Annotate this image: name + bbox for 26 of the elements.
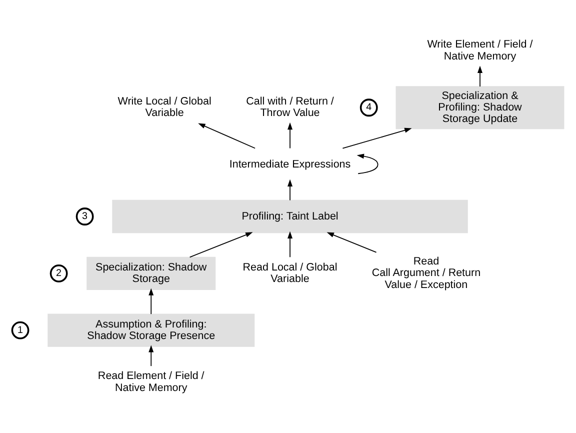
node-text: Write Local / Global Variable — [118, 96, 212, 120]
node-box: Assumption & Profiling: Shadow Storage Presence — [48, 314, 255, 347]
node-text: Read Call Argument / Return Value / Exception — [372, 256, 481, 291]
arrow — [326, 232, 377, 253]
node-label: 4 — [366, 102, 372, 114]
arrow — [288, 231, 293, 258]
arrow — [148, 288, 154, 314]
node-label: 3 — [82, 211, 88, 222]
arrow — [356, 154, 378, 174]
arrow — [288, 122, 293, 149]
node-box: Specialization: Shadow Storage — [86, 256, 216, 290]
node-label: 1 — [18, 324, 24, 336]
arrow — [477, 66, 483, 87]
node-text: Call with / Return / Throw Value — [246, 96, 334, 120]
node-text: Intermediate Expressions — [229, 158, 351, 170]
arrow — [148, 345, 154, 366]
arrow — [198, 123, 256, 149]
arrow — [342, 128, 412, 149]
arrow — [288, 179, 293, 201]
arrow — [189, 232, 253, 258]
node-text: Read Element / Field / Native Memory — [98, 370, 204, 394]
node-box: Profiling: Taint Label — [112, 200, 468, 234]
node-text: Read Local / Global Variable — [242, 261, 338, 286]
node-box: Specialization & Profiling: Shadow Storage Update — [396, 86, 564, 130]
node-text: Write Element / Field / Native Memory — [427, 38, 533, 62]
node-label: 2 — [56, 268, 62, 279]
